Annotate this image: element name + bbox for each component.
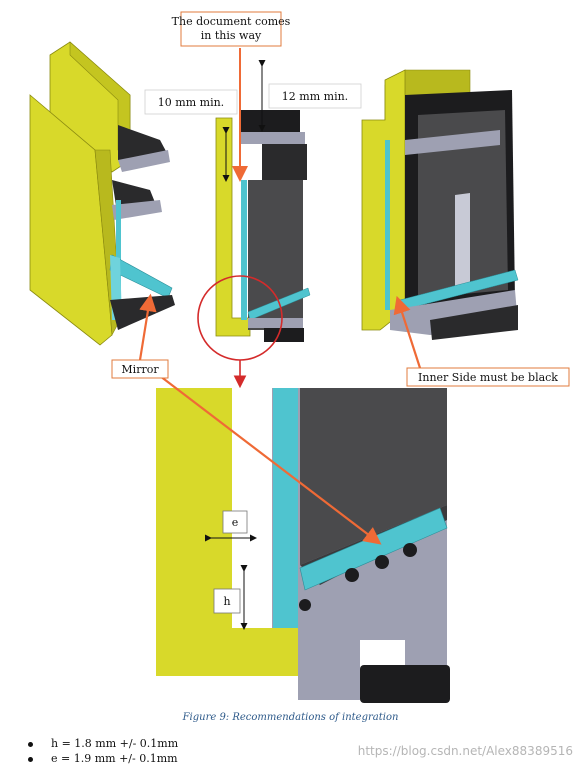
zoom-sensor xyxy=(300,388,447,565)
zoom-detail xyxy=(156,388,450,703)
dim-h-label: h xyxy=(223,595,230,608)
right-glass xyxy=(385,140,390,310)
dim-e-box: e xyxy=(222,510,248,534)
callout-10mm: 10 mm min. xyxy=(144,89,238,115)
doc-direction-line2: in this way xyxy=(201,29,262,42)
spec-e: e = 1.9 mm +/- 0.1mm xyxy=(51,752,178,765)
callout-12mm: 12 mm min. xyxy=(268,83,362,109)
bullet-icon xyxy=(28,756,33,762)
spec-list: h = 1.8 mm +/- 0.1mm e = 1.9 mm +/- 0.1m… xyxy=(28,736,178,766)
mirror-arrow-left xyxy=(138,293,157,361)
mirror-arrow-zoom xyxy=(159,375,382,545)
figure-caption: Figure 9: Recommendations of integration xyxy=(182,712,399,723)
zoom-housing xyxy=(156,388,360,676)
min-10-label: 10 mm min. xyxy=(158,96,224,109)
min-12-label: 12 mm min. xyxy=(282,90,348,103)
inner-side-label: Inner Side must be black xyxy=(418,371,558,384)
right-housing xyxy=(361,69,406,331)
center-section xyxy=(197,48,311,389)
zoom-glass xyxy=(273,388,298,628)
dim-h-box: h xyxy=(213,588,241,614)
spec-item: e = 1.9 mm +/- 0.1mm xyxy=(28,751,178,766)
callout-mirror: Mirror xyxy=(111,359,169,379)
right-3d-view xyxy=(361,69,519,340)
spec-item: h = 1.8 mm +/- 0.1mm xyxy=(28,736,178,751)
bullet-icon xyxy=(28,741,33,747)
dim-e-label: e xyxy=(232,516,239,529)
mirror-label: Mirror xyxy=(121,363,159,376)
watermark: https://blog.csdn.net/Alex88389516 xyxy=(357,744,573,758)
inner-side-arrow xyxy=(393,295,422,369)
doc-direction-line1: The document comes xyxy=(172,15,291,28)
callout-doc-direction: The document comes in this way xyxy=(172,11,291,47)
callout-inner-side: Inner Side must be black xyxy=(406,367,570,387)
section-glass xyxy=(241,180,247,320)
spec-h: h = 1.8 mm +/- 0.1mm xyxy=(51,737,179,750)
left-3d-view xyxy=(29,41,175,346)
zoom-mirror xyxy=(299,507,448,591)
